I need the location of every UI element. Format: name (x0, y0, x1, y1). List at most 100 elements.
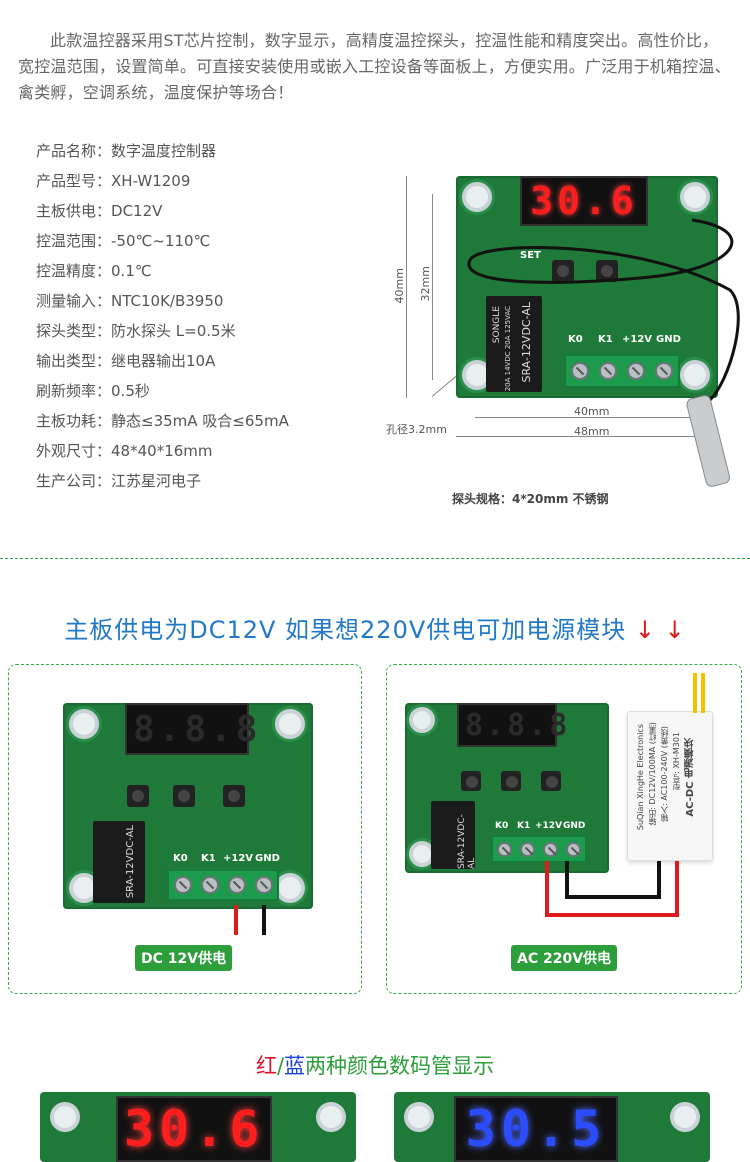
screw-terminal (491, 835, 587, 863)
led-display: 8.8.8 (457, 703, 567, 747)
screw-icon[interactable] (200, 876, 219, 894)
set-button[interactable] (552, 260, 574, 282)
spec-row: 产品名称：数字温度控制器 (36, 142, 217, 160)
terminal-label-k1: K1 (201, 853, 216, 864)
red-display-board: 30.6 (40, 1092, 356, 1162)
set-button[interactable] (127, 785, 149, 807)
mount-hole (316, 1102, 346, 1132)
terminal-label-12v: +12V (622, 334, 653, 345)
terminal-label-gnd: GND (656, 334, 681, 345)
module-title: AC-DC 电源模块 (685, 738, 696, 817)
dc12v-tag: DC 12V供电 (135, 945, 233, 971)
terminal-label-k0: K0 (495, 821, 509, 831)
relay: SRA-12VDC-AL SONGLE 20A 14VDC 20A 125VAC (486, 296, 542, 392)
pcb-board: 8.8.8 SRA-12VDC-AL K0 K1 +12V GND (63, 703, 313, 909)
dim-line-width-inner (475, 417, 699, 418)
screw-terminal (167, 869, 279, 901)
screw-icon[interactable] (254, 876, 273, 894)
mount-hole (275, 709, 305, 739)
color-heading: 红/蓝两种颜色数码管显示 (0, 1050, 750, 1080)
spec-row: 探头类型：防水探头 L=0.5米 (36, 322, 236, 340)
mount-hole (404, 1102, 434, 1132)
screw-icon[interactable] (627, 362, 645, 380)
display-digits: 30.5 (465, 1100, 607, 1158)
module-output: 输出: DC12V/100MA (红黑) (648, 722, 657, 826)
yellow-wire (701, 673, 705, 713)
panel-dc12v: 8.8.8 SRA-12VDC-AL K0 K1 +12V GND DC 12V… (8, 664, 362, 994)
probe-spec: 探头规格：4*20mm 不锈钢 (452, 492, 609, 506)
relay: SRA-12VDC-AL (93, 821, 145, 903)
probe-tube (686, 395, 730, 487)
screw-icon[interactable] (655, 362, 673, 380)
spec-row: 产品型号：XH-W1209 (36, 172, 191, 190)
led-display: 30.6 (520, 176, 648, 226)
terminal-label-12v: +12V (223, 853, 254, 864)
up-button[interactable] (173, 785, 195, 807)
terminal-label-gnd: GND (255, 853, 280, 864)
up-button[interactable] (501, 771, 521, 791)
terminal-label-k1: K1 (517, 821, 531, 831)
dim-line-height-outer (406, 176, 407, 398)
set-button[interactable] (461, 771, 481, 791)
spec-row: 主板供电：DC12V (36, 202, 163, 220)
power-heading-text: 主板供电为DC12V 如果想220V供电可加电源模块 (64, 616, 627, 644)
spec-list: 产品名称：数字温度控制器 产品型号：XH-W1209 主板供电：DC12V 控温… (36, 140, 376, 500)
module-model: 型号: XH-M301 (672, 732, 681, 790)
ac220v-tag: AC 220V供电 (511, 945, 618, 971)
terminal-label-12v: +12V (535, 821, 563, 831)
pcb-board: 30.6 SET SRA-12VDC-AL SONGLE 20A 14VDC 2… (456, 176, 718, 398)
pcb-board: 8.8.8 SRA-12VDC-AL K0 K1 +12V GND (405, 703, 609, 873)
module-input: 输入: AC100-240V (黄线) (660, 726, 669, 822)
mount-hole (670, 1102, 700, 1132)
display-digits: 8.8.8 (133, 708, 262, 750)
dim-width-inner: 40mm (574, 405, 610, 418)
spec-row: 输出类型：继电器输出10A (36, 352, 216, 370)
color-heading-blue: 蓝 (284, 1054, 306, 1078)
dim-width-outer: 48mm (574, 425, 610, 438)
spec-row: 控温精度：0.1℃ (36, 262, 152, 280)
screw-icon[interactable] (566, 841, 581, 857)
mount-hole (50, 1102, 80, 1132)
display-digits: 30.6 (124, 1100, 265, 1158)
screw-icon[interactable] (520, 841, 535, 857)
terminal-label-k0: K0 (173, 853, 188, 864)
display-digits: 8.8.8 (465, 707, 571, 743)
hole-label: 孔径3.2mm (386, 423, 447, 436)
dim-line-height-inner (432, 194, 433, 380)
module-maker: SuQian XingHe Electronics (636, 724, 645, 831)
down-arrows-icon: ↓ ↓ (634, 616, 686, 644)
screw-icon[interactable] (173, 876, 192, 894)
screw-icon[interactable] (497, 841, 512, 857)
down-button[interactable] (541, 771, 561, 791)
mount-hole (462, 182, 492, 212)
spec-row: 外观尺寸：48*40*16mm (36, 442, 213, 460)
color-heading-rest: 两种颜色数码管显示 (305, 1054, 495, 1078)
screw-terminal (564, 354, 680, 388)
yellow-wire (693, 673, 697, 713)
down-button[interactable] (223, 785, 245, 807)
spec-row: 刷新频率：0.5秒 (36, 382, 150, 400)
screw-icon[interactable] (599, 362, 617, 380)
screw-icon[interactable] (571, 362, 589, 380)
terminal-label-k0: K0 (568, 334, 583, 345)
mount-hole (275, 873, 305, 903)
blue-display-board: 30.5 (394, 1092, 710, 1162)
mount-hole (409, 707, 435, 733)
section-divider (0, 558, 750, 559)
terminal-label-gnd: GND (563, 821, 586, 831)
spec-row: 生产公司：江苏星河电子 (36, 472, 202, 490)
red-wire (234, 905, 238, 935)
spec-row: 控温范围：-50℃~110℃ (36, 232, 211, 250)
probe-cable (467, 218, 740, 487)
dim-height-outer: 40mm (393, 268, 406, 304)
dim-line-width-outer (456, 436, 718, 437)
led-display: 8.8.8 (125, 703, 257, 755)
mount-hole (680, 182, 710, 212)
relay-model: SRA-12VDC-AL (457, 814, 477, 869)
spec-row: 测量输入：NTC10K/B3950 (36, 292, 224, 310)
mount-hole (69, 709, 99, 739)
led-display: 30.6 (116, 1096, 272, 1162)
up-button[interactable] (596, 260, 618, 282)
screw-icon[interactable] (227, 876, 246, 894)
screw-icon[interactable] (543, 841, 558, 857)
